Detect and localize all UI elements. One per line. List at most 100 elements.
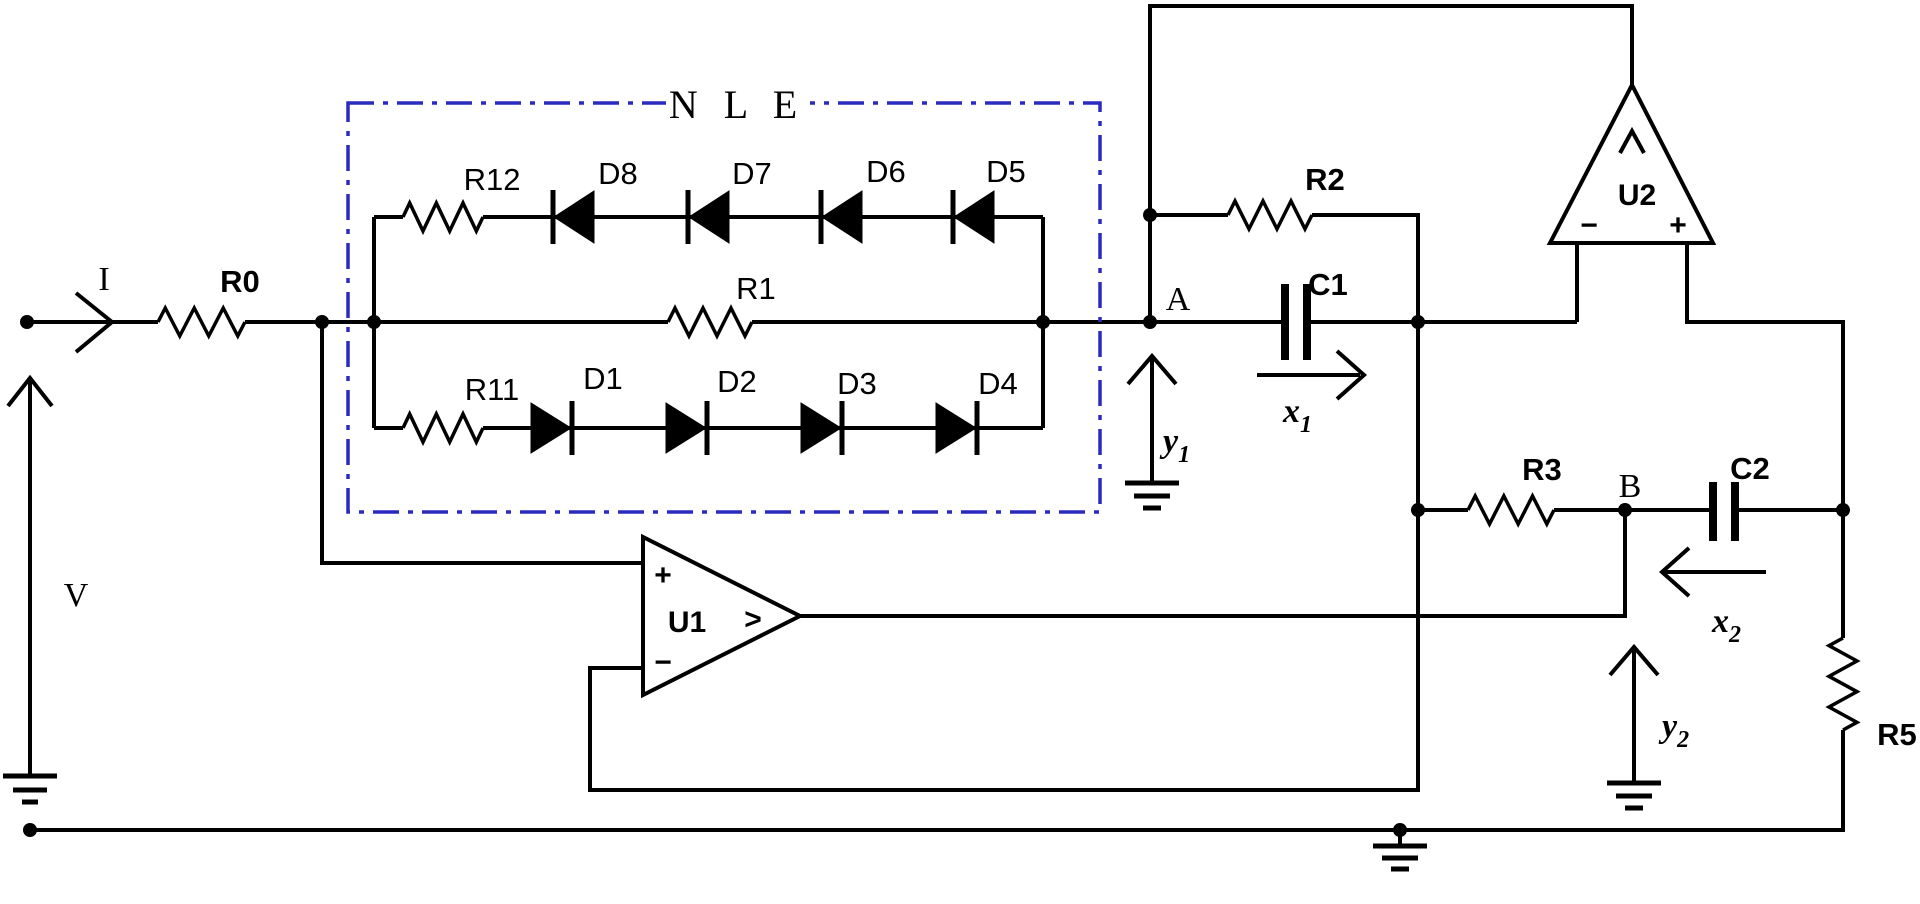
junction-dot: [1411, 315, 1425, 329]
diode-label: D7: [732, 156, 772, 191]
diode-label: D5: [986, 154, 1026, 189]
bottom-rail-ground-icon: [1373, 843, 1427, 872]
diode-label: D3: [837, 366, 877, 401]
signal-x2: x2: [1658, 546, 1766, 648]
x1-label: x1: [1282, 393, 1312, 438]
x2-label: x2: [1711, 603, 1741, 648]
resistor-zigzag: [401, 198, 485, 236]
diode-D3: D3: [800, 366, 877, 455]
u1-plus-wire: [320, 322, 643, 565]
nle-box: N L E: [346, 74, 1102, 514]
y1-sub: 1: [1178, 442, 1190, 468]
resistor-R3: R3: [1466, 452, 1562, 528]
junction-dot: [1393, 823, 1407, 837]
junction-dot: [1143, 208, 1157, 222]
resistor-zigzag: [1825, 636, 1861, 732]
opamp-output-caret-icon: [1618, 126, 1646, 154]
resistor-zigzag: [401, 409, 485, 447]
current-label: I: [98, 261, 109, 298]
x1-base: x: [1282, 393, 1300, 430]
node-a-label: A: [1166, 281, 1191, 318]
opamp-output-mark: >: [744, 603, 762, 636]
signal-y1: y1: [1125, 352, 1190, 511]
junction-dot: [1411, 503, 1425, 517]
u1-output-wire: [800, 510, 1627, 618]
nle-border: [346, 101, 1102, 514]
diode-label: D6: [866, 154, 906, 189]
diode-label: D1: [583, 361, 623, 396]
opamp-plus-input: +: [654, 559, 672, 592]
resistor-R5: R5: [1825, 636, 1917, 752]
bottom-rail-terminal-dot: [23, 823, 37, 837]
u2-lead-wires: [1575, 243, 1845, 510]
resistor-zigzag: [156, 304, 247, 340]
y2-sub: 2: [1676, 727, 1689, 753]
resistor-zigzag: [666, 304, 754, 340]
voltage-label: V: [64, 577, 89, 614]
y1-ground-icon: [1125, 480, 1179, 511]
node-a-dot: [1143, 315, 1157, 329]
resistor-label: R0: [220, 264, 260, 299]
resistor-R0: R0: [156, 264, 260, 340]
y2-base: y: [1658, 708, 1678, 745]
x1-arrowhead-icon: [1335, 349, 1368, 401]
junction-dot: [1036, 315, 1050, 329]
resistor-zigzag: [1226, 197, 1314, 233]
x2-arrowhead-icon: [1658, 546, 1691, 598]
resistor-R1: R1: [666, 271, 776, 340]
y1-arrowhead-icon: [1126, 352, 1178, 386]
r5-and-bottom-rail: [30, 510, 1845, 846]
diode-triangle-icon: [553, 190, 595, 244]
diode-triangle-icon: [530, 402, 572, 454]
node-a-riser-and-top-rail: [1148, 4, 1634, 322]
y1-label: y1: [1159, 423, 1190, 468]
y2-label: y2: [1658, 708, 1689, 753]
x1-sub: 1: [1300, 412, 1312, 438]
junction-dot: [315, 315, 329, 329]
x2-sub: 2: [1728, 622, 1741, 648]
capacitor-C1: C1: [1281, 267, 1348, 360]
u1-feedback-wire: [588, 322, 1420, 792]
node-b-label: B: [1619, 468, 1642, 505]
opamp-U1: + − U1 >: [641, 533, 805, 699]
capacitor-label: C2: [1730, 451, 1770, 486]
resistor-label: R3: [1522, 452, 1562, 487]
resistor-label: R2: [1305, 162, 1345, 197]
diode-triangle-icon: [800, 402, 842, 454]
opamp-label: U1: [668, 606, 706, 639]
y2-ground-icon: [1607, 780, 1661, 811]
diode-D4: D4: [935, 366, 1018, 455]
capacitor-C2: C2: [1709, 451, 1770, 541]
capacitor-label: C1: [1308, 267, 1348, 302]
y2-arrowhead-icon: [1608, 643, 1660, 677]
diode-triangle-icon: [953, 190, 995, 244]
resistor-R12: R12: [401, 162, 521, 236]
diode-label: D2: [717, 364, 757, 399]
diode-D8: D8: [550, 156, 638, 244]
opamp-plus-input: +: [1669, 209, 1687, 242]
diode-triangle-icon: [688, 190, 730, 244]
diode-label: D4: [978, 366, 1018, 401]
resistor-label: R12: [464, 162, 521, 197]
resistor-zigzag: [1466, 492, 1556, 528]
resistor-label: R1: [736, 271, 776, 306]
diode-triangle-icon: [935, 402, 977, 454]
diode-triangle-icon: [821, 190, 863, 244]
node-b-dot: [1618, 503, 1632, 517]
resistor-label: R11: [465, 372, 520, 407]
diode-D6: D6: [818, 154, 906, 244]
diode-D5: D5: [950, 154, 1026, 244]
current-arrow-icon: [74, 291, 116, 354]
opamp-U2: U2 − +: [1546, 80, 1717, 245]
diode-label: D8: [598, 156, 638, 191]
r2-branch-wire: [1150, 213, 1420, 322]
port-terminal-dot: [20, 315, 34, 329]
voltage-ground-icon: [3, 773, 57, 805]
junction-dot: [367, 315, 381, 329]
opamp-minus-input: −: [1580, 209, 1598, 242]
nle-label-backing: [666, 74, 810, 124]
input-port: I V: [3, 261, 116, 805]
diode-triangle-icon: [665, 402, 707, 454]
opamp-triangle: [641, 533, 805, 699]
